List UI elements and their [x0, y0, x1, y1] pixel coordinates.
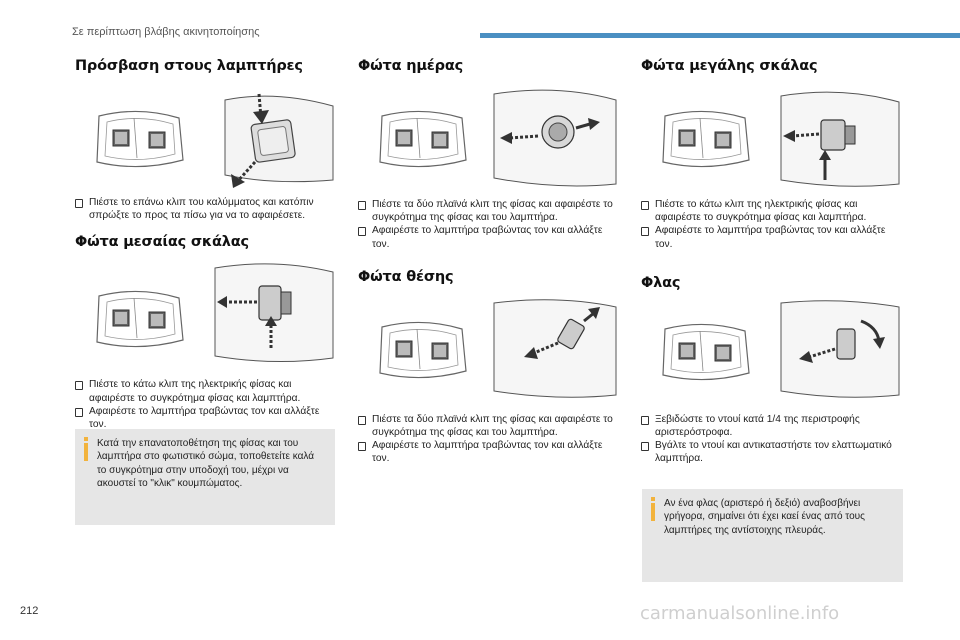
turn-signal-bulb-diagram: [662, 300, 900, 398]
illustration-low-beam: [75, 258, 337, 368]
illustration-turn-signal: [641, 297, 903, 407]
instructions-position-lights: Πιέστε τα δύο πλαϊνά κλιπ της φίσας και …: [358, 413, 620, 466]
high-beam-bulb-diagram: [662, 91, 900, 187]
illustration-high-beam: [641, 80, 903, 190]
section-title-daytime-lights: Φώτα ημέρας: [358, 58, 463, 74]
instruction-item: Πιέστε τα δύο πλαϊνά κλιπ της φίσας και …: [358, 198, 620, 224]
instructions-daytime-lights: Πιέστε τα δύο πλαϊνά κλιπ της φίσας και …: [358, 198, 620, 251]
instruction-item: Αφαιρέστε το λαμπτήρα τραβώντας τον και …: [358, 224, 620, 250]
instructions-low-beam: Πιέστε το κάτω κλιπ της ηλεκτρικής φίσας…: [75, 378, 337, 431]
instruction-item: Πιέστε το κάτω κλιπ της ηλεκτρικής φίσας…: [75, 378, 337, 404]
info-note-turn-signal: Αν ένα φλας (αριστερό ή δεξιό) αναβοσβήν…: [642, 489, 903, 582]
instructions-turn-signal: Ξεβιδώστε το ντουί κατά 1/4 της περιστρο…: [641, 413, 903, 466]
instruction-item: Πιέστε τα δύο πλαϊνά κλιπ της φίσας και …: [358, 413, 620, 439]
section-title-lamp-access: Πρόσβαση στους λαμπτήρες: [75, 58, 303, 74]
instruction-item: Αφαιρέστε το λαμπτήρα τραβώντας τον και …: [358, 439, 620, 465]
daytime-bulb-diagram: [379, 89, 617, 187]
page-number: 212: [20, 605, 39, 617]
header-accent-bar: [480, 33, 960, 38]
section-title-low-beam: Φώτα μεσαίας σκάλας: [75, 234, 249, 251]
headlamp-cover-diagram: [96, 93, 334, 188]
instruction-item: Αφαιρέστε το λαμπτήρα τραβώντας τον και …: [75, 405, 337, 431]
section-title-position-lights: Φώτα θέσης: [358, 268, 454, 285]
page-header-title: Σε περίπτωση βλάβης ακινητοποίησης: [72, 26, 260, 38]
illustration-lamp-access: [75, 80, 337, 190]
info-icon: [650, 497, 656, 521]
section-title-turn-signal: Φλας: [641, 274, 681, 291]
section-title-high-beam: Φώτα μεγάλης σκάλας: [641, 58, 818, 74]
column-2: Φώτα ημέρας Πιέστε τα δύο πλαϊνά κλιπ τη…: [358, 58, 620, 466]
instruction-item: Πιέστε το κάτω κλιπ της ηλεκτρικής φίσας…: [641, 198, 903, 224]
instruction-item: Ξεβιδώστε το ντουί κατά 1/4 της περιστρο…: [641, 413, 903, 439]
column-3: Φώτα μεγάλης σκάλας Πιέστε το κάτω κλιπ …: [641, 58, 903, 466]
position-bulb-diagram: [379, 299, 617, 398]
instructions-high-beam: Πιέστε το κάτω κλιπ της ηλεκτρικής φίσας…: [641, 198, 903, 251]
instruction-item: Βγάλτε το ντουί και αντικαταστήστε τον ε…: [641, 439, 903, 465]
watermark: carmanualsonline.info: [640, 603, 840, 624]
instruction-item: Αφαιρέστε το λαμπτήρα τραβώντας τον και …: [641, 224, 903, 250]
instructions-lamp-access: Πιέστε το επάνω κλιπ του καλύμματος και …: [75, 196, 337, 222]
illustration-daytime-lights: [358, 80, 620, 190]
info-note-refit: Κατά την επανατοποθέτηση της φίσας και τ…: [75, 429, 335, 525]
instruction-item: Πιέστε το επάνω κλιπ του καλύμματος και …: [75, 196, 337, 222]
info-icon: [83, 437, 89, 461]
note-text: Αν ένα φλας (αριστερό ή δεξιό) αναβοσβήν…: [664, 498, 865, 536]
column-1: Πρόσβαση στους λαμπτήρες Πιέστε το επάνω…: [75, 58, 337, 431]
illustration-position-lights: [358, 295, 620, 405]
note-text: Κατά την επανατοποθέτηση της φίσας και τ…: [97, 438, 315, 490]
low-beam-bulb-diagram: [96, 263, 334, 363]
